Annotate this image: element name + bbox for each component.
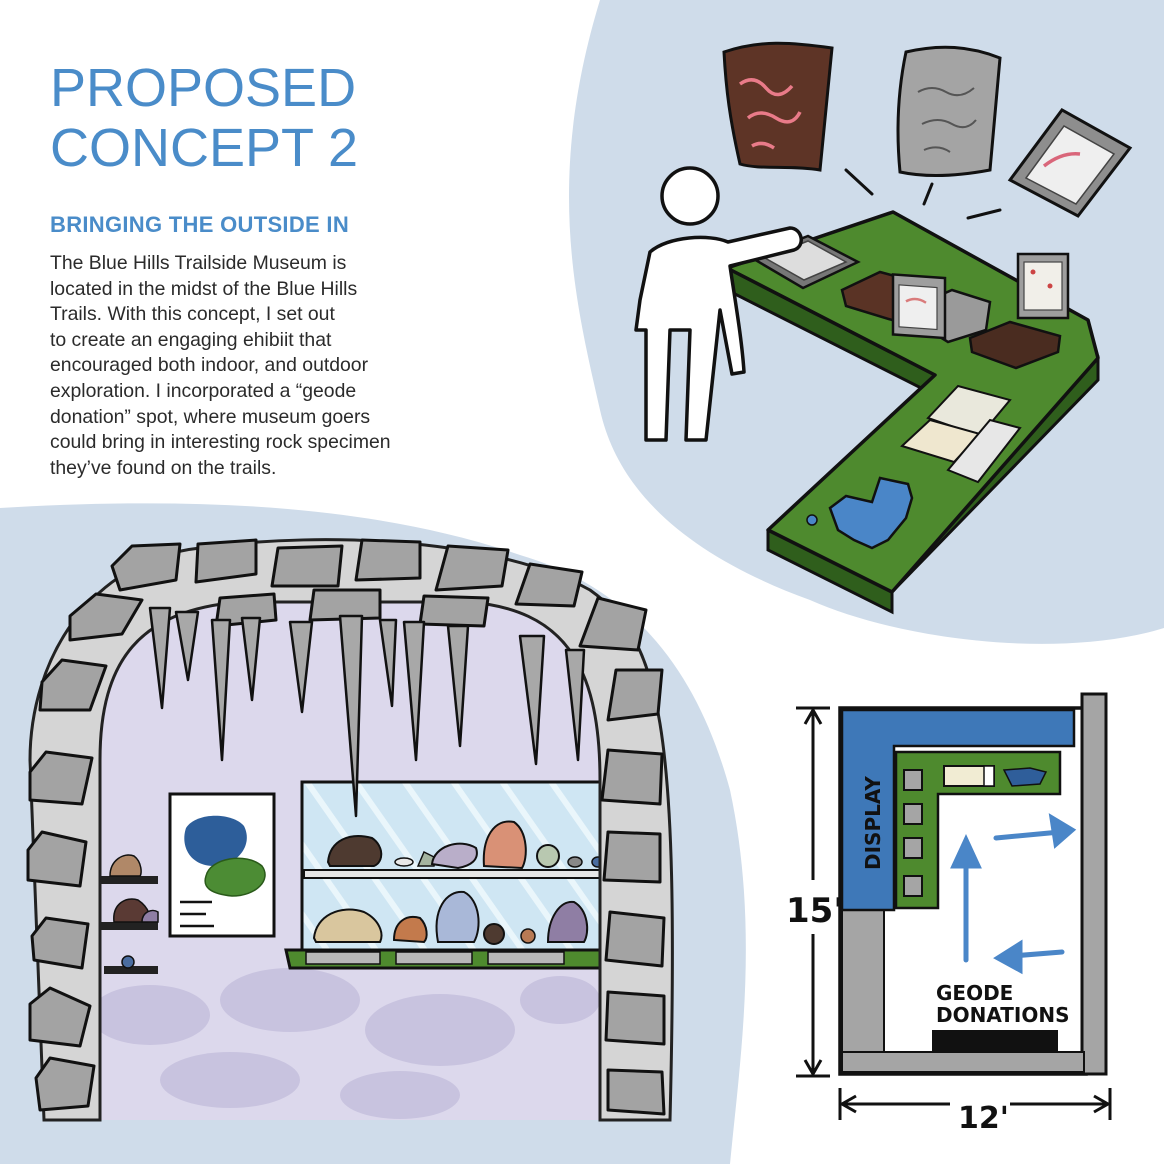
description-line: donation” spot, where museum goers [50,405,371,428]
donations-label: DONATIONS [936,1003,1070,1027]
table-panel-3 [946,418,1022,484]
cave-floor-blobs [90,968,600,1119]
description-line: located in the midst of the Blue Hills [50,277,358,300]
connector-lines [844,168,1002,220]
description-line: they’ve found on the trails. [50,456,277,479]
geode-label: GEODE [936,981,1013,1005]
floating-gray-rock-card [896,45,1002,178]
bottom-gray-wall [841,1051,1085,1073]
map-island [806,514,818,526]
info-sign-1 [891,273,947,340]
right-gray-wall [1080,692,1108,1076]
table-top [725,210,1100,594]
title-line-2: CONCEPT 2 [50,118,359,178]
height-label: 15' [786,891,844,931]
wall-poster [168,792,276,938]
flow-arrows [950,813,1077,975]
wall-shelves [100,854,159,974]
title-line-1: PROPOSED [50,58,357,118]
height-dimension [796,706,830,1078]
description-line: Trails. With this concept, I set out [50,303,335,326]
description-line: exploration. I incorporated a “geode [50,379,357,402]
description-line: to create an engaging ehibiit that [50,328,332,351]
left-gray-wall [841,909,885,1073]
info-sign-2 [1016,252,1070,320]
visitor-figure [634,166,803,442]
stalactites [148,606,586,818]
exhibit-table-illustration [634,41,1133,615]
width-label: 12' [958,1101,1009,1136]
page-title: PROPOSED CONCEPT 2 [50,58,358,178]
width-dimension [838,1088,1112,1120]
donation-bin [932,1030,1058,1052]
description-line: The Blue Hills Trailside Museum is [50,252,347,274]
section-subtitle: BRINGING THE OUTSIDE IN [50,212,350,237]
description-line: encouraged both indoor, and outdoor [50,354,369,377]
massachusetts-map [828,476,914,550]
floating-info-card [1007,108,1133,218]
arch-stones [26,538,666,1116]
floating-brown-rock-card [722,41,834,172]
description-paragraph: The Blue Hills Trailside Museum is locat… [50,251,450,481]
description-line: could bring in interesting rock specimen [50,431,391,454]
tray-brown-2 [968,320,1062,370]
display-case [284,780,614,970]
floor-plan: DISPLAY GEODE DONATIONS [786,692,1112,1136]
display-wall [840,708,1076,912]
display-label: DISPLAY [861,776,885,870]
cave-exhibit-illustration [26,538,674,1122]
display-table-l [894,750,1062,910]
